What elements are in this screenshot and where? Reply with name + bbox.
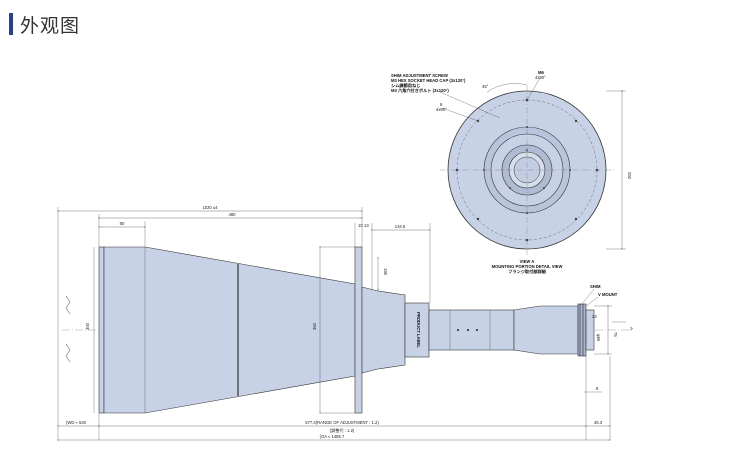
flange-holes bbox=[455, 98, 599, 242]
dim-33: 33 bbox=[592, 314, 597, 319]
angle-label: 45° bbox=[482, 84, 489, 89]
side-view: PRODUCT LABEL 1020 ±4 480 80 10 13 1 bbox=[57, 205, 634, 441]
title-text: 外观图 bbox=[20, 14, 81, 37]
dim-adjust: 577.4(RANGE OF ADJUSTMENT : 1.2) bbox=[305, 420, 379, 425]
dim-300-left: 300 bbox=[85, 322, 90, 330]
front-cap-flange bbox=[98, 246, 105, 414]
shim-screw-label: SHIM ADJUSTMENT SCREW bbox=[391, 73, 448, 78]
dim-75: 75 bbox=[613, 332, 618, 337]
label-section bbox=[404, 302, 430, 358]
dim-56: φ56 bbox=[596, 334, 601, 342]
tube-section bbox=[428, 309, 515, 351]
dim-10: 10 bbox=[358, 223, 363, 228]
dim-480: 480 bbox=[229, 212, 237, 217]
m6-label: M6 bbox=[538, 70, 544, 75]
view-caption-jp: フランジ取付部詳細 bbox=[508, 268, 546, 275]
rear-body bbox=[361, 286, 406, 374]
rear-taper bbox=[513, 305, 579, 355]
dim-80: 80 bbox=[120, 221, 125, 226]
m6-count-label: 4x90° bbox=[535, 75, 546, 80]
dim-134: 134.5 bbox=[395, 224, 406, 229]
view-a-marker: A bbox=[629, 327, 634, 330]
dim-overall: 1020 ±4 bbox=[202, 205, 218, 210]
dim-13: 13 bbox=[364, 223, 369, 228]
hole-label: 8 bbox=[440, 102, 443, 107]
dim-45: 45.3 bbox=[594, 420, 603, 425]
front-diameter-label: 250 bbox=[627, 172, 632, 180]
mount-flange-plate bbox=[354, 246, 363, 414]
dim-oa: (OA ≈ 1485.7 bbox=[320, 434, 345, 439]
title-accent-bar bbox=[9, 13, 13, 35]
dim-190: 190 bbox=[383, 268, 388, 276]
product-label: PRODUCT LABEL bbox=[416, 312, 421, 348]
v-mount bbox=[577, 303, 587, 357]
view-caption: VIEW A bbox=[520, 259, 535, 264]
v-mount-label: V MOUNT bbox=[598, 292, 618, 297]
shim-screw-spec: M3 HEX SOCKET HEAD CAP (3x120°) bbox=[391, 78, 466, 83]
shim-screw-jp-spec: M3 六角穴付きボルト (3x120°) bbox=[391, 87, 449, 94]
dim-8: 8 bbox=[596, 386, 599, 391]
dim-wd: (WD ≈ 540 bbox=[66, 420, 87, 425]
dim-adjust-jp: (調整代 : 1.2) bbox=[330, 427, 355, 434]
shim-screw-jp: シム調節用ねじ bbox=[391, 82, 420, 89]
hole-count-label: 4x90° bbox=[436, 107, 447, 112]
front-view: 250 SHIM ADJUSTMENT SCREW M3 HEX SOCKET … bbox=[391, 70, 632, 275]
page-title: 外观图 bbox=[9, 12, 81, 37]
dim-360: 360 bbox=[312, 322, 317, 330]
view-caption-detail: MOUNTING PORTION DETAIL VIEW bbox=[492, 264, 563, 269]
front-cone bbox=[103, 246, 356, 414]
shim-label: SHIM bbox=[590, 284, 601, 289]
